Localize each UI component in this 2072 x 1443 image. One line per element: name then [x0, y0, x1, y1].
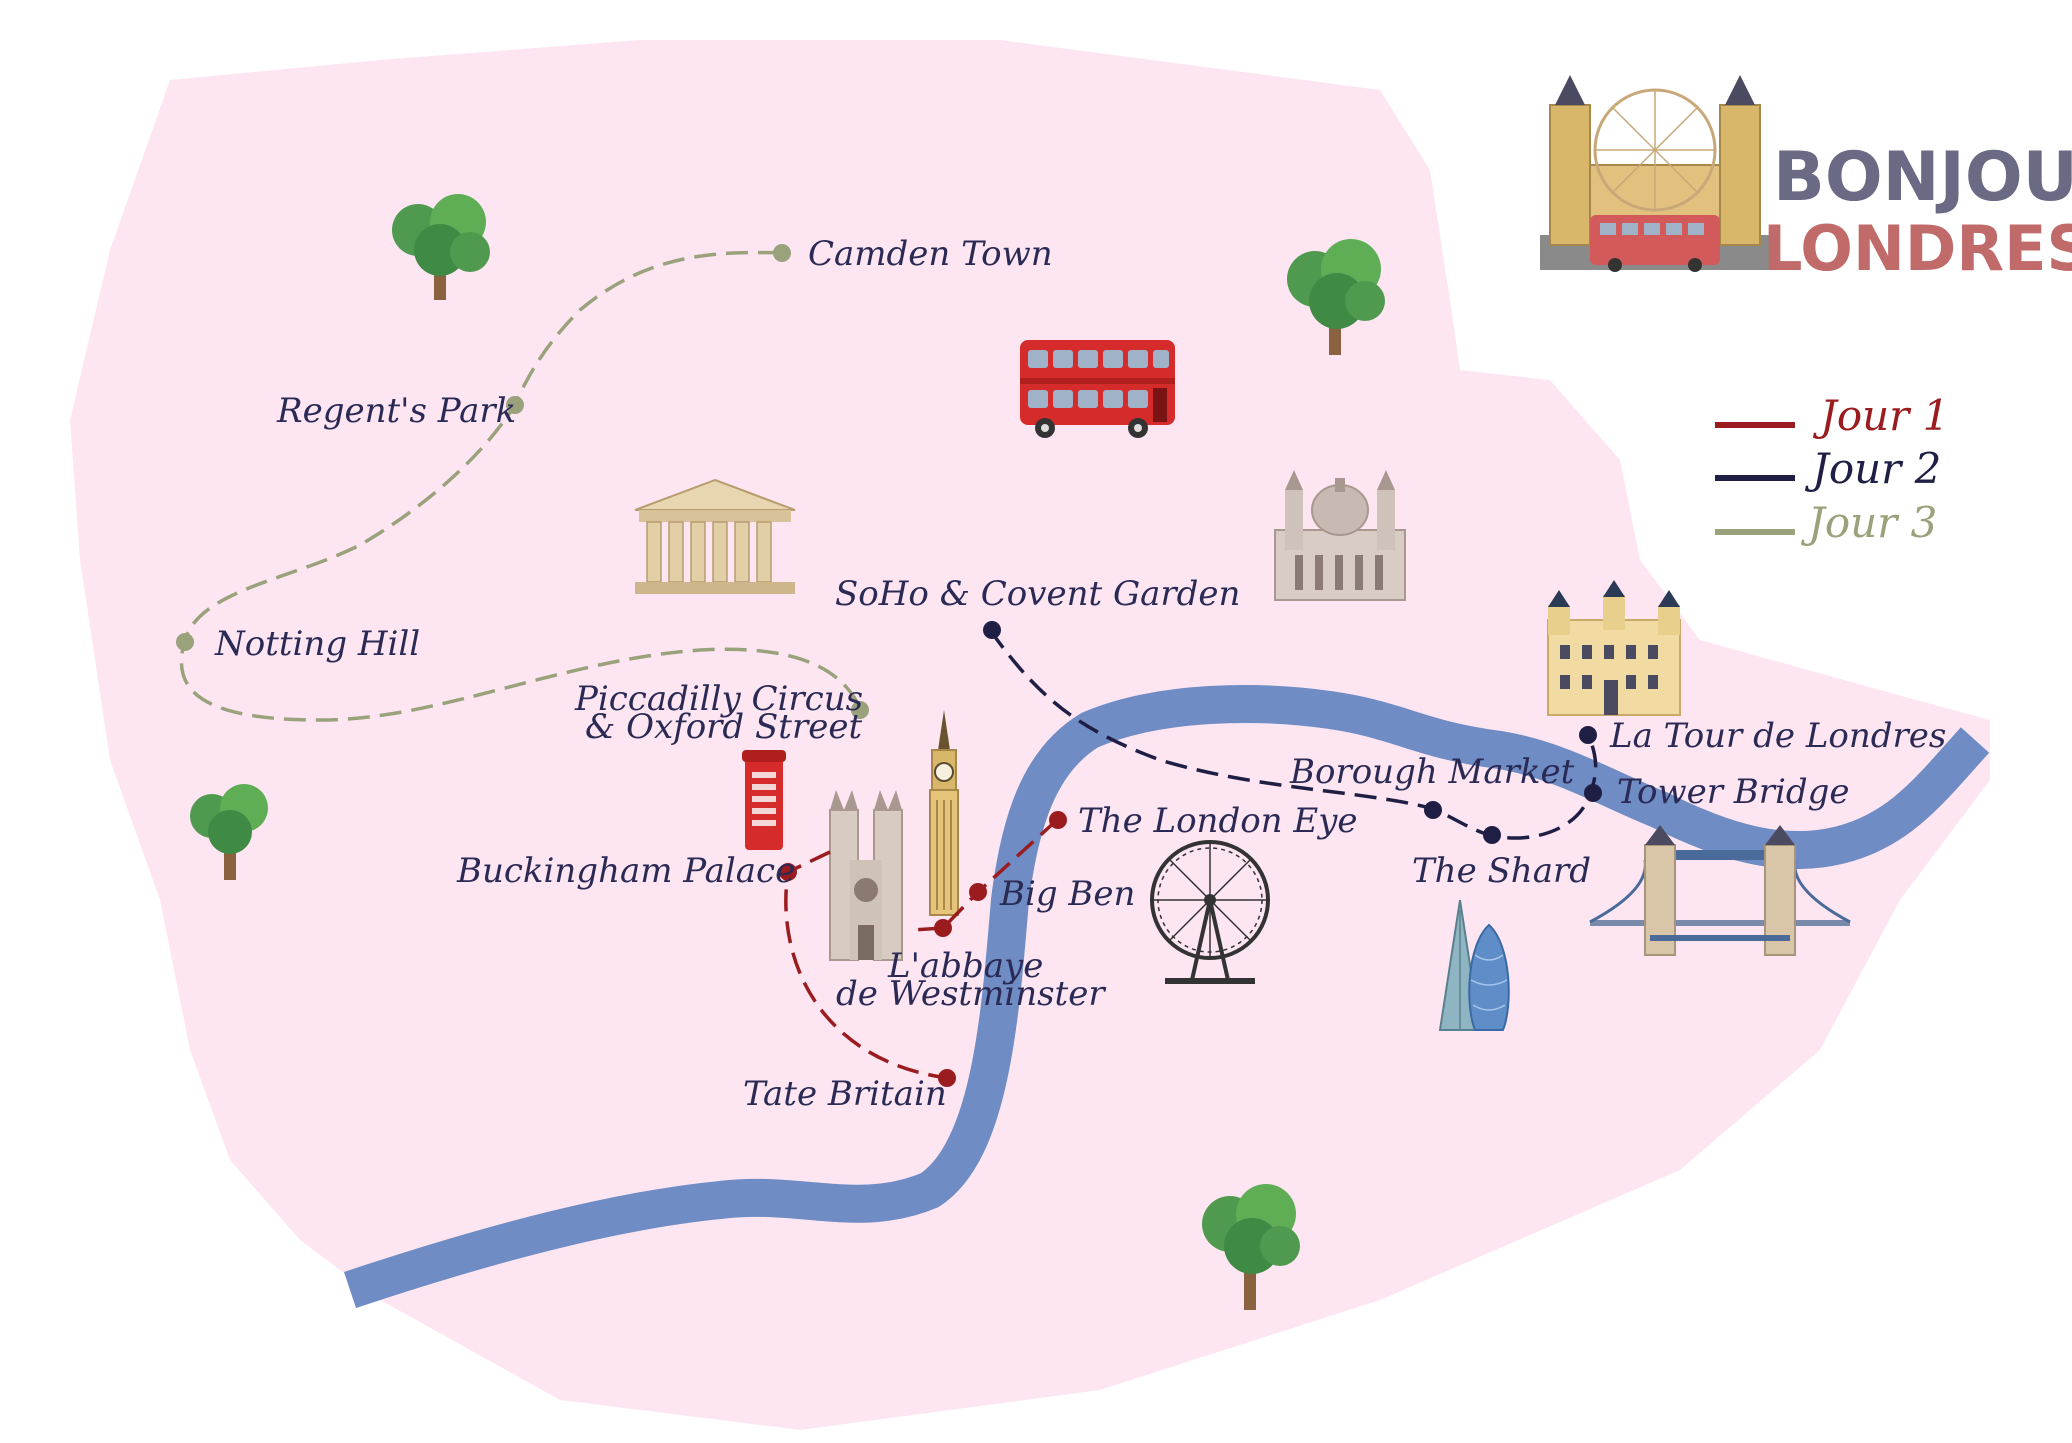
tree-icon	[1202, 1184, 1300, 1310]
legend-label-jour-1: Jour 1	[1812, 391, 1949, 440]
label-tate-britain: Tate Britain	[743, 1074, 947, 1114]
tower-bridge-icon	[1589, 825, 1851, 956]
tree-icon	[1287, 239, 1385, 355]
label-piccadilly-line-1: Piccadilly Circus	[574, 679, 863, 719]
label-regents-park: Regent's Park	[276, 391, 516, 431]
stop-marker[interactable]	[934, 919, 952, 937]
label-the-london-eye: The London Eye	[1078, 801, 1358, 841]
logo-line-1: BONJOUR	[1773, 138, 2072, 217]
phone-box-icon	[742, 750, 786, 850]
stop-marker[interactable]	[1424, 801, 1442, 819]
label-tower-bridge: Tower Bridge	[1617, 772, 1850, 812]
logo-illustration-icon	[1540, 75, 1770, 272]
tree-icon	[190, 784, 268, 880]
tree-icon	[392, 194, 490, 300]
st-pauls-cathedral-icon	[1274, 470, 1406, 601]
legend: Jour 1 Jour 2 Jour 3	[1715, 391, 1949, 547]
stop-marker[interactable]	[506, 396, 524, 414]
gherkin-icon	[1468, 923, 1510, 1031]
stop-marker[interactable]	[773, 244, 791, 262]
london-land-area	[70, 40, 1990, 1430]
label-la-tour-de-londres: La Tour de Londres	[1609, 716, 1946, 756]
label-the-shard: The Shard	[1412, 851, 1591, 891]
label-abbaye-line-1: L'abbaye	[887, 946, 1043, 986]
label-abbaye-line-2: de Westminster	[836, 974, 1106, 1014]
label-piccadilly-line-2: & Oxford Street	[585, 707, 862, 747]
stop-marker[interactable]	[1049, 811, 1067, 829]
stop-marker[interactable]	[1584, 784, 1602, 802]
logo-line-2: LONDRES	[1763, 212, 2072, 285]
route-jour-1	[784, 818, 1059, 1080]
river-thames	[343, 685, 1990, 1309]
legend-label-jour-2: Jour 2	[1804, 444, 1941, 493]
double-decker-bus-icon	[1020, 340, 1175, 438]
stop-marker[interactable]	[1483, 826, 1501, 844]
london-eye-icon	[1150, 840, 1270, 984]
british-museum-icon	[634, 478, 796, 594]
tower-of-london-icon	[1547, 580, 1681, 716]
stop-marker[interactable]	[1579, 726, 1597, 744]
stop-marker[interactable]	[176, 633, 194, 651]
route-jour-3	[179, 250, 862, 722]
stop-marker[interactable]	[969, 883, 987, 901]
westminster-abbey-icon	[829, 790, 903, 961]
label-soho-covent-garden: SoHo & Covent Garden	[835, 574, 1240, 614]
label-camden-town: Camden Town	[808, 234, 1053, 274]
legend-label-jour-3: Jour 3	[1800, 498, 1937, 547]
label-notting-hill: Notting Hill	[214, 624, 420, 664]
label-buckingham-palace: Buckingham Palace	[456, 851, 795, 891]
stop-marker[interactable]	[938, 1069, 956, 1087]
stop-marker[interactable]	[983, 621, 1001, 639]
big-ben-icon	[929, 710, 959, 916]
stop-marker[interactable]	[779, 863, 797, 881]
stop-marker[interactable]	[851, 701, 869, 719]
label-borough-market: Borough Market	[1289, 752, 1575, 792]
label-big-ben: Big Ben	[999, 874, 1135, 914]
